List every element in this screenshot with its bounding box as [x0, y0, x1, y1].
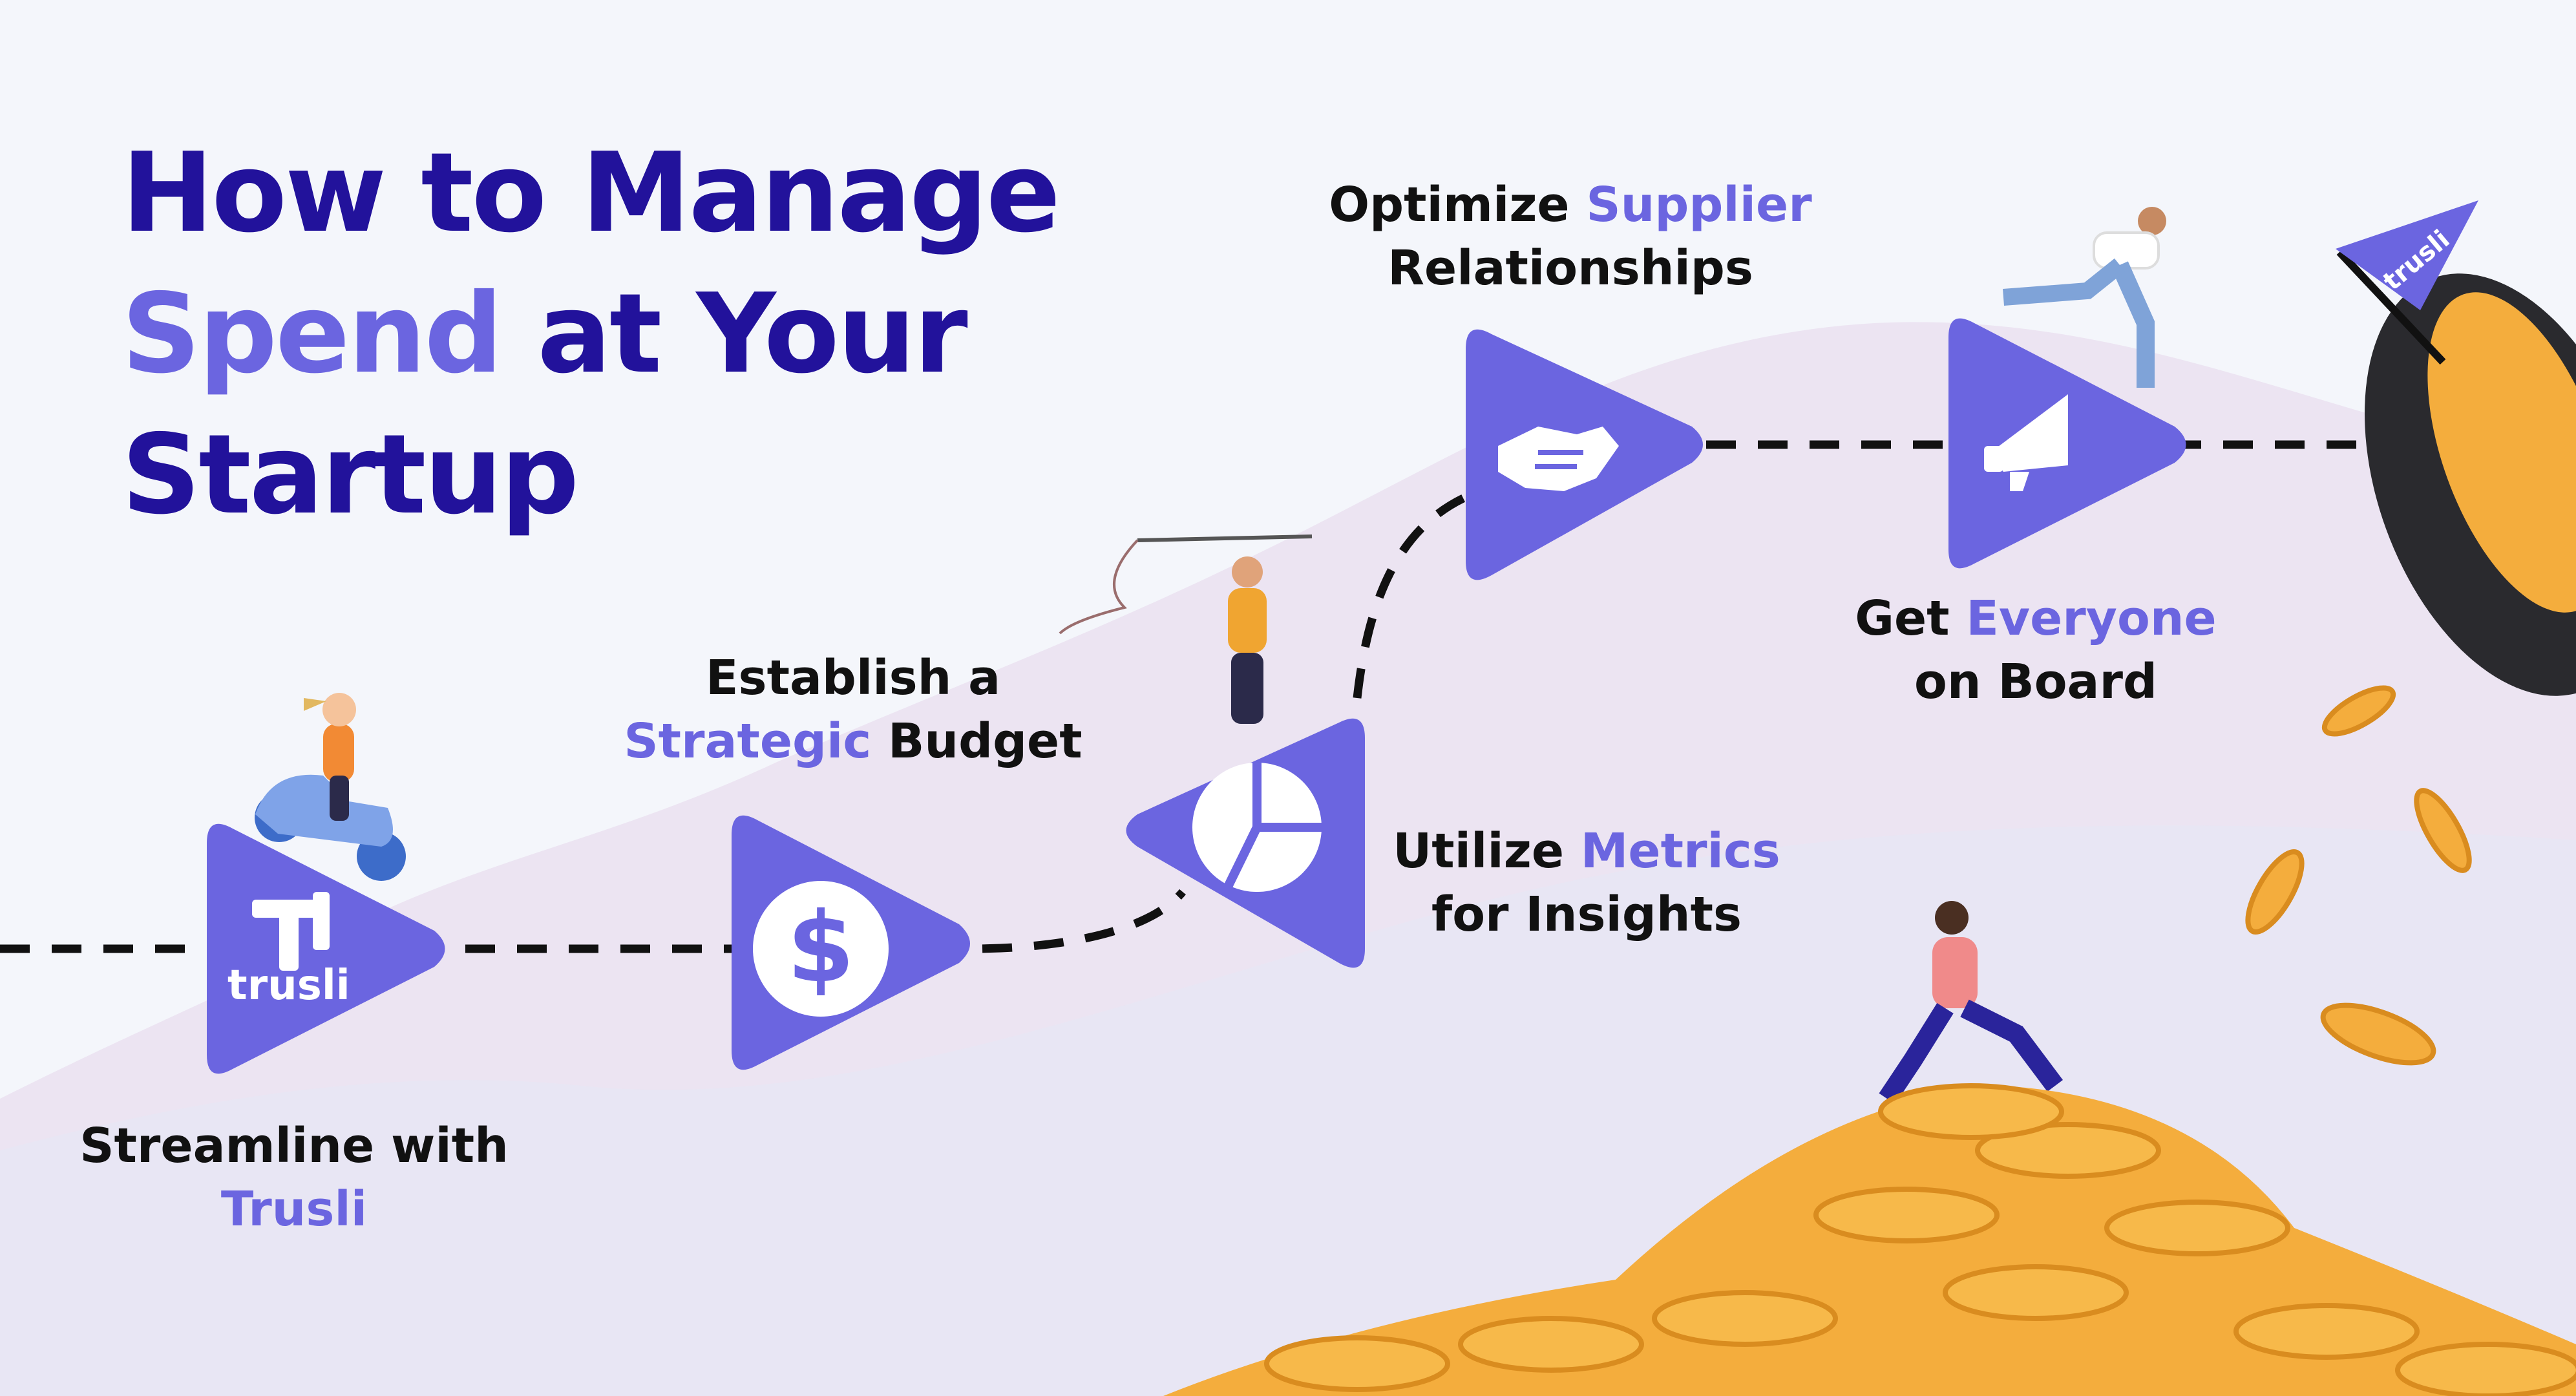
step-1-triangle	[207, 823, 445, 1074]
step-2-accent: Strategic	[624, 714, 872, 769]
step-4-line-2: Relationships	[1388, 240, 1753, 296]
megaphone-icon	[1984, 394, 2068, 491]
step-5-triangle	[1948, 318, 2186, 569]
step-5-label: Get Everyone on Board	[1810, 587, 2262, 714]
step-5-line-1: Get	[1855, 591, 1967, 646]
step-3-accent: Metrics	[1580, 823, 1780, 879]
trusli-logo-icon	[252, 892, 330, 971]
handshake-icon	[1498, 427, 1619, 491]
step-2-line-2-rest: Budget	[871, 714, 1082, 769]
step-1-accent: Trusli	[220, 1181, 368, 1237]
pie-chart-icon	[1192, 763, 1322, 892]
step-4-triangle	[1466, 329, 1703, 580]
title-line-2-rest: at Your	[501, 270, 967, 398]
runner-illustration-coins	[1879, 901, 2063, 1105]
step-4-label: Optimize Supplier Relationships	[1293, 173, 1848, 300]
runner-illustration-top	[2003, 207, 2166, 388]
step-3-label: Utilize Metrics for Insights	[1370, 820, 1803, 946]
step-2-line-1: Establish a	[705, 650, 1001, 706]
title-accent-word: Spend	[121, 270, 503, 398]
dollar-icon	[753, 881, 889, 1017]
step-5-line-2: on Board	[1914, 654, 2157, 710]
svg-text:$: $	[787, 892, 854, 1004]
step-3-line-2: for Insights	[1431, 887, 1742, 942]
step-5-accent: Everyone	[1966, 591, 2217, 646]
step-3-line-1: Utilize	[1393, 823, 1581, 879]
step-1-label: Streamline with Trusli	[78, 1114, 511, 1241]
trusli-logo-text: trusli	[227, 962, 350, 1010]
step-1-line-1: Streamline with	[79, 1118, 509, 1174]
falling-coins	[2245, 685, 2472, 1066]
pot-of-gold-illustration	[2364, 273, 2576, 696]
trusli-flag	[2336, 200, 2478, 365]
step-2-triangle: $	[732, 815, 970, 1070]
title-line-1: How to Manage	[121, 129, 1061, 257]
coin-pile-illustration	[1163, 1083, 2576, 1396]
step-2-label: Establish a Strategic Budget	[620, 646, 1086, 773]
fisherman-illustration	[1059, 534, 1313, 724]
step-4-accent: Supplier	[1586, 177, 1812, 233]
scooter-rider-illustration	[255, 693, 406, 881]
title-line-3: Startup	[121, 411, 579, 539]
page-title: How to Manage Spend at Your Startup	[121, 123, 1061, 545]
step-3-triangle	[1126, 718, 1365, 968]
step-4-line-1: Optimize	[1329, 177, 1587, 233]
